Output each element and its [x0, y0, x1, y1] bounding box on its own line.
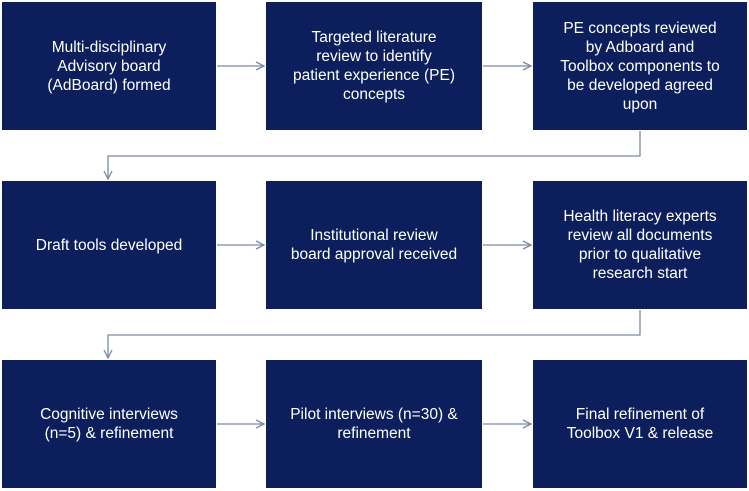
step-8-pilot-interviews: Pilot interviews (n=30) & refinement	[266, 360, 482, 488]
step-line: Advisory board	[57, 57, 161, 75]
step-line: Cognitive interviews	[40, 406, 178, 423]
arrow-6-to-7	[108, 310, 641, 358]
step-line: Multi-disciplinary	[51, 38, 167, 56]
step-4-draft-tools: Draft tools developed	[2, 181, 216, 309]
step-line: Final refinement of	[575, 406, 705, 423]
step-line: (n=5) & refinement	[44, 425, 174, 442]
step-6-health-literacy-review: Health literacy experts review all docum…	[533, 181, 747, 309]
step-line: concepts	[342, 86, 406, 103]
step-line: refinement	[337, 425, 411, 442]
step-line: Draft tools developed	[35, 236, 183, 254]
step-line: prior to qualitative	[578, 246, 702, 263]
step-line: review to identify	[316, 48, 432, 65]
step-line: Toolbox components to	[560, 57, 720, 75]
step-line: Institutional review	[310, 227, 438, 244]
step-line: (AdBoard) formed	[47, 76, 171, 94]
step-1-advisory-board: Multi-disciplinary Advisory board (AdBoa…	[2, 2, 216, 130]
step-2-literature-review: Targeted literature review to identify p…	[266, 2, 482, 130]
step-line: research start	[592, 265, 688, 282]
step-line: PE concepts reviewed	[563, 19, 717, 37]
step-line: upon	[622, 95, 658, 113]
step-line: Pilot interviews (n=30) &	[290, 406, 458, 423]
step-3-concepts-reviewed: PE concepts reviewed by Adboard and Tool…	[533, 2, 747, 130]
step-line: Targeted literature	[311, 29, 437, 46]
step-line: patient experience (PE)	[293, 67, 455, 84]
arrow-3-to-4	[108, 131, 641, 179]
step-line: Health literacy experts	[563, 208, 717, 225]
step-5-irb-approval: Institutional review board approval rece…	[266, 181, 482, 309]
step-9-final-refinement: Final refinement of Toolbox V1 & release	[533, 360, 747, 488]
step-line: board approval received	[290, 246, 458, 263]
step-line: Toolbox V1 & release	[566, 425, 714, 442]
step-7-cognitive-interviews: Cognitive interviews (n=5) & refinement	[2, 360, 216, 488]
step-line: review all documents	[567, 227, 713, 244]
step-line: be developed agreed	[567, 76, 713, 94]
step-line: by Adboard and	[585, 38, 695, 56]
